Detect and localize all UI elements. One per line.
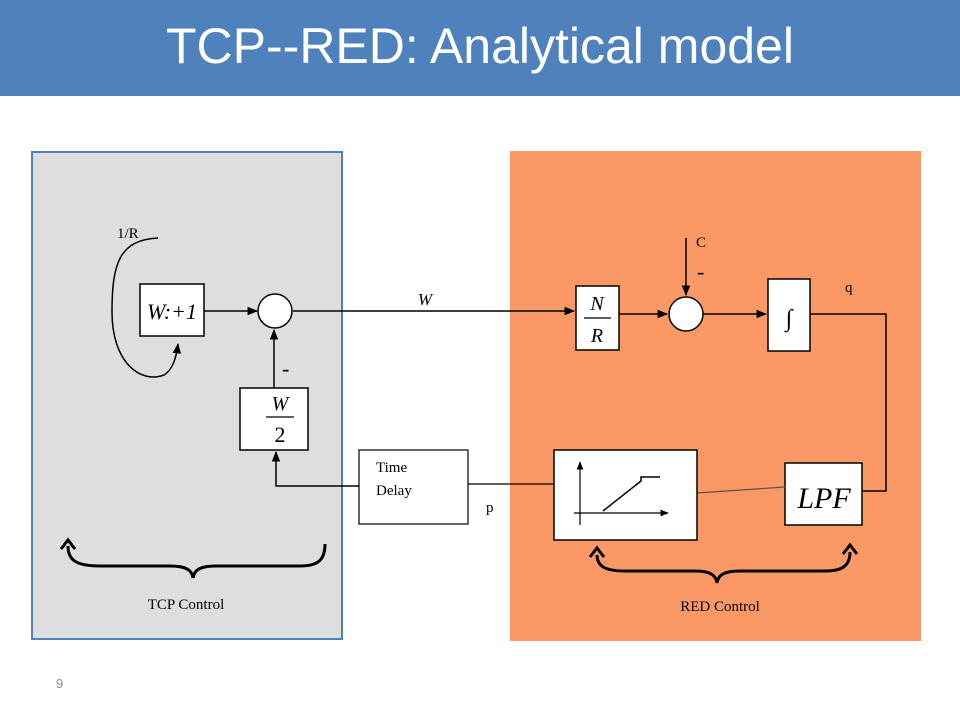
tcp-control-label: TCP Control (148, 597, 225, 613)
tcp-summing-junction (257, 293, 293, 329)
red-minus-sign: - (697, 259, 704, 284)
window-signal-label: W (418, 290, 434, 309)
red-brace (595, 551, 852, 584)
time-delay-block (358, 449, 469, 525)
line-lpf-to-profile (696, 486, 786, 494)
red-summing-junction (668, 296, 704, 332)
lpf-block (784, 462, 863, 526)
time-delay-line2: Delay (376, 483, 412, 499)
tcp-minus-sign: - (282, 356, 289, 381)
feedback-loop-arc (111, 237, 181, 378)
gain-numerator: N (589, 293, 605, 315)
tcp-brace (66, 543, 327, 579)
profile-curve (602, 476, 660, 512)
integrator-symbol: ∫ (784, 306, 794, 333)
arrow-delay-to-half (271, 450, 359, 487)
title-bar (0, 0, 960, 96)
time-delay-line1: Time (376, 460, 407, 476)
probability-label: p (486, 500, 494, 516)
tcp-brace-tip (59, 537, 77, 550)
window-increment-text: W:+1 (147, 299, 197, 324)
half-window-denominator: 2 (275, 422, 286, 447)
feedback-label: 1/R (117, 226, 139, 242)
lpf-text: LPF (796, 482, 851, 515)
integrator-block (767, 278, 811, 352)
half-window-block (239, 387, 309, 451)
gain-denominator: R (590, 325, 603, 347)
slide-title: TCP--RED: Analytical model (166, 18, 794, 74)
red-profile-block (553, 449, 698, 541)
window-increment-block (139, 283, 205, 337)
red-brace-tip-left (588, 545, 606, 558)
queue-label: q (845, 280, 853, 296)
half-window-numerator: W (272, 393, 291, 415)
red-brace-tip-right (841, 542, 859, 555)
red-control-panel (510, 151, 921, 641)
red-control-label: RED Control (680, 599, 760, 615)
slide-number: 9 (56, 676, 64, 691)
capacity-label: C (696, 235, 706, 251)
queue-signal-line (810, 313, 887, 492)
